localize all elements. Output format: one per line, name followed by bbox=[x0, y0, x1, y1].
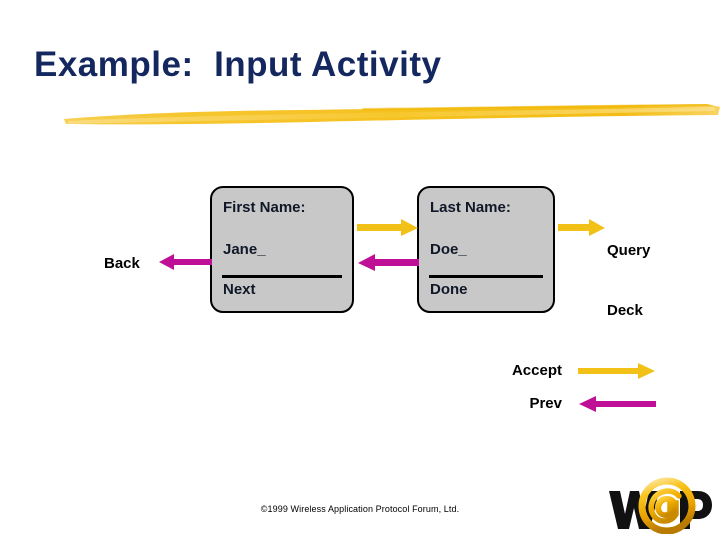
back-label: Back bbox=[104, 255, 140, 272]
deck-card-last-name[interactable]: Last Name: Doe_ Done bbox=[417, 186, 555, 313]
card-prompt-label: Last Name: bbox=[430, 199, 511, 216]
arrow-left-magenta-legend bbox=[578, 395, 656, 418]
footer-copyright: ©1999 Wireless Application Protocol Foru… bbox=[260, 504, 460, 514]
card-softkey-label[interactable]: Next bbox=[223, 281, 256, 298]
card-prompt-label: First Name: bbox=[223, 199, 306, 216]
arrow-right-yellow-legend bbox=[578, 362, 656, 385]
legend-prev-label: Prev bbox=[529, 395, 562, 412]
title-brush-rule bbox=[62, 103, 720, 127]
card-divider bbox=[429, 275, 543, 278]
arrow-right-yellow-query-deck bbox=[558, 219, 606, 242]
query-deck-label-line1: Query bbox=[607, 242, 651, 259]
deck-card-first-name[interactable]: First Name: Jane_ Next bbox=[210, 186, 354, 313]
legend-accept-label: Accept bbox=[511, 362, 562, 379]
card-divider bbox=[222, 275, 342, 278]
arrow-left-magenta-prev bbox=[357, 254, 419, 277]
query-deck-label-line2: Deck bbox=[607, 302, 643, 319]
wap-logo bbox=[606, 474, 714, 535]
card-input-value[interactable]: Jane_ bbox=[223, 241, 266, 258]
page-title: Example: Input Activity bbox=[34, 45, 442, 84]
arrow-right-yellow-accept bbox=[357, 219, 419, 242]
query-deck-label: Query Deck bbox=[607, 201, 650, 361]
card-input-value[interactable]: Doe_ bbox=[430, 241, 467, 258]
arrow-left-magenta-back bbox=[158, 253, 212, 276]
card-softkey-label[interactable]: Done bbox=[430, 281, 468, 298]
